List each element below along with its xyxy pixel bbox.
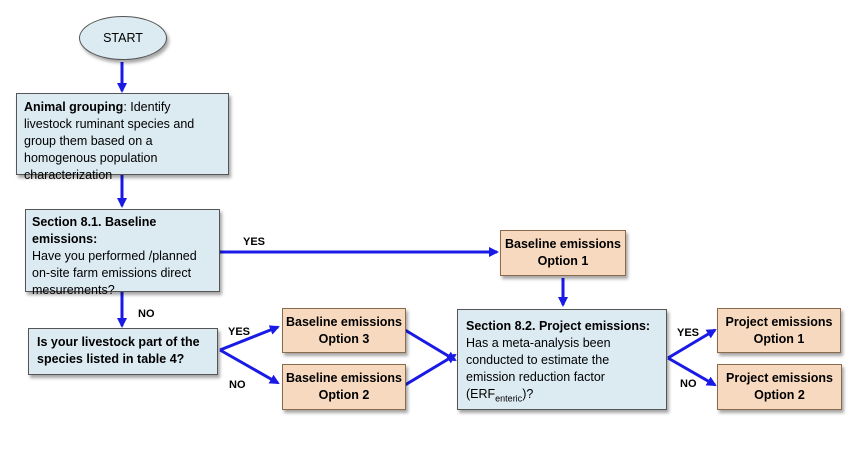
livestock-question-text: Is your livestock part of the species li… bbox=[37, 335, 200, 366]
baseline-section-title: Section 8.1. Baseline emissions: bbox=[32, 215, 157, 246]
no-label-left: NO bbox=[229, 379, 246, 391]
project-section-question-end: )? bbox=[522, 387, 534, 401]
baseline-option-3-box: Baseline emissions Option 3 bbox=[282, 308, 406, 353]
arrow-opt2-to-project bbox=[404, 353, 457, 387]
yes-label-top: YES bbox=[243, 236, 266, 248]
animal-grouping-box: Animal grouping: Identify livestock rumi… bbox=[16, 93, 229, 182]
baseline-option-3-title: Baseline emissions bbox=[285, 314, 403, 329]
start-node: START bbox=[79, 16, 167, 60]
baseline-section-box: Section 8.1. Baseline emissions: Have yo… bbox=[25, 209, 220, 297]
arrow-opt3-to-project bbox=[404, 328, 457, 362]
baseline-option-1-label: Option 1 bbox=[537, 254, 589, 268]
baseline-option-3-label: Option 3 bbox=[318, 331, 370, 346]
baseline-section-question: Have you performed /planned on-site farm… bbox=[32, 249, 197, 297]
project-section-title: Section 8.2. Project emissions: bbox=[466, 319, 651, 333]
project-option-2-box: Project emissions Option 2 bbox=[717, 364, 842, 410]
project-option-2-label: Option 2 bbox=[754, 388, 805, 402]
animal-grouping-text: : Identify livestock ruminant species an… bbox=[24, 100, 195, 182]
project-option-2-title: Project emissions bbox=[726, 371, 833, 385]
yes-label-right: YES bbox=[677, 327, 700, 339]
project-section-question: Has a meta-analysis been conducted to es… bbox=[466, 336, 611, 401]
no-label-down: NO bbox=[138, 308, 155, 320]
project-option-1-label: Option 1 bbox=[753, 331, 805, 346]
project-section-box: Section 8.2. Project emissions: Has a me… bbox=[457, 309, 667, 410]
yes-label-left: YES bbox=[228, 326, 251, 338]
baseline-option-2-title: Baseline emissions bbox=[285, 371, 403, 385]
project-option-1-box: Project emissions Option 1 bbox=[717, 308, 841, 353]
baseline-option-1-box: Baseline emissions Option 1 bbox=[500, 230, 626, 276]
project-section-subscript: enteric bbox=[495, 393, 523, 404]
arrow-project-yes bbox=[667, 328, 717, 360]
baseline-option-2-label: Option 2 bbox=[318, 388, 370, 402]
baseline-option-1-title: Baseline emissions bbox=[504, 237, 622, 251]
arrow-livestock-no bbox=[219, 348, 280, 385]
arrow-livestock-yes bbox=[219, 325, 280, 352]
livestock-question-box: Is your livestock part of the species li… bbox=[28, 328, 218, 375]
project-option-1-title: Project emissions bbox=[725, 314, 833, 329]
start-label: START bbox=[103, 31, 143, 45]
baseline-option-2-box: Baseline emissions Option 2 bbox=[282, 364, 406, 410]
animal-grouping-title: Animal grouping bbox=[24, 100, 124, 114]
arrow-project-no bbox=[667, 356, 717, 387]
no-label-right: NO bbox=[680, 378, 697, 390]
